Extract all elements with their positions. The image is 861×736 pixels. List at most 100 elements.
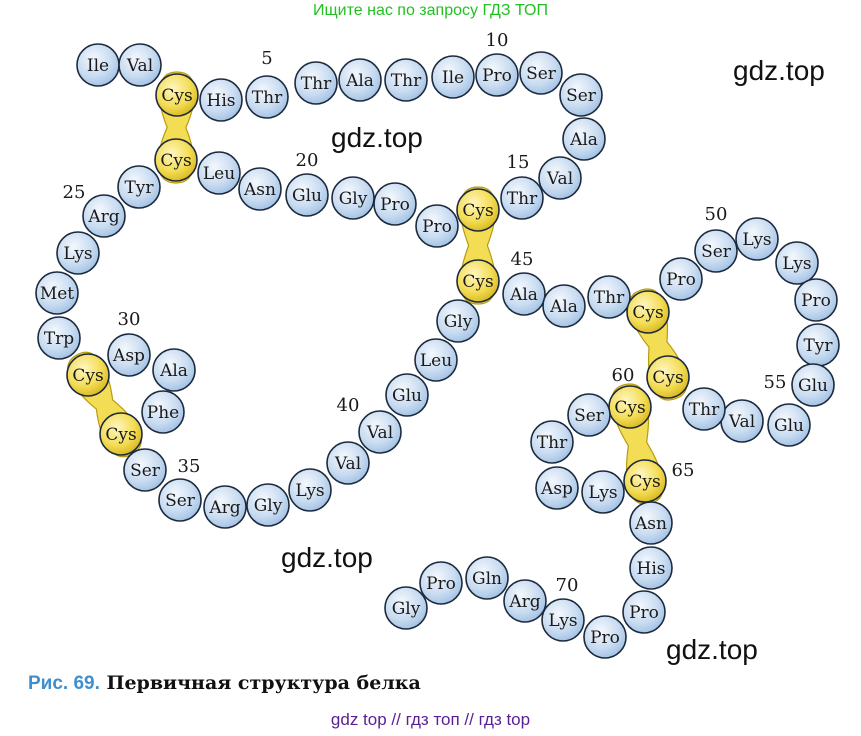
residue-circle [623, 459, 667, 503]
amino-acid-residue: Pro [415, 204, 459, 248]
amino-acid-residue: Ser [519, 51, 563, 95]
residue-label: Lys [782, 254, 811, 274]
residue-circle [82, 194, 126, 238]
residue-label: Gly [254, 496, 283, 516]
amino-acid-residue: Ser [559, 73, 603, 117]
residue-circle [735, 217, 779, 261]
amino-acid-residue: Pro [373, 182, 417, 226]
cys-residue: Cys [66, 353, 110, 397]
amino-acid-residue: Asp [107, 333, 151, 377]
amino-acid-residue: Val [358, 410, 402, 454]
amino-acid-residue: Thr [530, 420, 574, 464]
residue-label: Lys [742, 230, 771, 250]
residue-label: Thr [594, 288, 625, 308]
amino-acid-residue: Ser [158, 478, 202, 522]
position-number: 10 [486, 30, 509, 51]
position-number: 15 [507, 152, 530, 173]
amino-acid-residue: Glu [791, 363, 835, 407]
residue-label: Thr [689, 400, 720, 420]
residue-circle [465, 556, 509, 600]
amino-acid-residue: Thr [245, 75, 289, 119]
amino-acid-residue: Ala [338, 58, 382, 102]
amino-acid-residue: Gly [246, 483, 290, 527]
amino-acid-residue: Leu [414, 338, 458, 382]
residue-circle [414, 338, 458, 382]
residue-circle [66, 353, 110, 397]
header-link[interactable]: Ищите нас по запросу ГДЗ ТОП [313, 2, 548, 19]
cys-residue: Cys [623, 459, 667, 503]
residue-circle [141, 390, 185, 434]
position-number: 45 [511, 249, 534, 270]
residue-circle [626, 290, 670, 334]
residue-circle [767, 403, 811, 447]
residue-label: Cys [629, 472, 660, 492]
residue-label: Lys [548, 611, 577, 631]
amino-acid-residue: Ala [502, 272, 546, 316]
amino-acid-residue: Ala [562, 117, 606, 161]
residue-circle [373, 182, 417, 226]
amino-acid-residue: Glu [767, 403, 811, 447]
cys-residue: Cys [155, 73, 199, 117]
residue-label: Val [546, 169, 573, 189]
residue-label: Asn [634, 514, 667, 534]
residue-label: Gln [472, 569, 502, 589]
residue-circle [155, 73, 199, 117]
residue-circle [581, 470, 625, 514]
amino-acid-residue: Lys [541, 598, 585, 642]
residue-circle [559, 73, 603, 117]
residue-circle [197, 151, 241, 195]
figure-caption-text: Первичная структура белка [106, 672, 421, 694]
amino-acid-residue: Val [538, 156, 582, 200]
residue-circle [503, 579, 547, 623]
amino-acid-residue: Ala [542, 284, 586, 328]
residue-label: Ser [130, 461, 161, 481]
residue-circle [285, 173, 329, 217]
amino-acid-residue: Thr [682, 387, 726, 431]
residue-circle [659, 257, 703, 301]
residue-label: Pro [629, 603, 659, 623]
residue-circle [385, 373, 429, 417]
residue-label: Ser [701, 242, 732, 262]
residue-label: Asp [112, 346, 145, 366]
residue-label: Val [728, 412, 755, 432]
amino-acid-residue: Gln [465, 556, 509, 600]
residue-circle [154, 138, 198, 182]
footer-links[interactable]: gdz top // гдз топ // гдз top [330, 710, 531, 729]
amino-acid-residue: Thr [384, 58, 428, 102]
residue-circle [622, 590, 666, 634]
position-number: 70 [556, 575, 579, 596]
residue-label: Pro [801, 291, 831, 311]
amino-acid-residue: Asp [535, 466, 579, 510]
amino-acid-residue: Val [118, 43, 162, 87]
cys-residue: Cys [626, 290, 670, 334]
residue-circle [384, 58, 428, 102]
amino-acid-residue: Pro [475, 53, 519, 97]
cys-residue: Cys [456, 188, 500, 232]
residue-circle [567, 393, 611, 437]
position-number: 55 [764, 372, 787, 393]
residue-circle [118, 43, 162, 87]
residue-circle [535, 466, 579, 510]
amino-acid-residue: Asn [238, 167, 282, 211]
residue-label: Cys [614, 398, 645, 418]
residue-circle [419, 561, 463, 605]
residue-circle [56, 231, 100, 275]
figure-caption-label: Рис. 69. [28, 673, 100, 694]
residue-label: Ala [549, 297, 578, 317]
residue-label: Pro [590, 628, 620, 648]
residue-label: Phe [147, 403, 179, 423]
residue-circle [519, 51, 563, 95]
amino-acid-residue: Tyr [117, 165, 161, 209]
cys-residue: Cys [646, 355, 690, 399]
residue-label: Ser [165, 491, 196, 511]
residue-label: Ile [442, 68, 464, 88]
residue-label: Thr [537, 433, 568, 453]
residue-label: Ile [87, 56, 109, 76]
amino-acid-residue: Pro [419, 561, 463, 605]
cys-residue: Cys [99, 412, 143, 456]
residue-label: Cys [632, 303, 663, 323]
residue-label: Arg [508, 592, 540, 612]
residue-circle [326, 441, 370, 485]
residue-circle [538, 156, 582, 200]
amino-acid-residue: His [199, 78, 243, 122]
